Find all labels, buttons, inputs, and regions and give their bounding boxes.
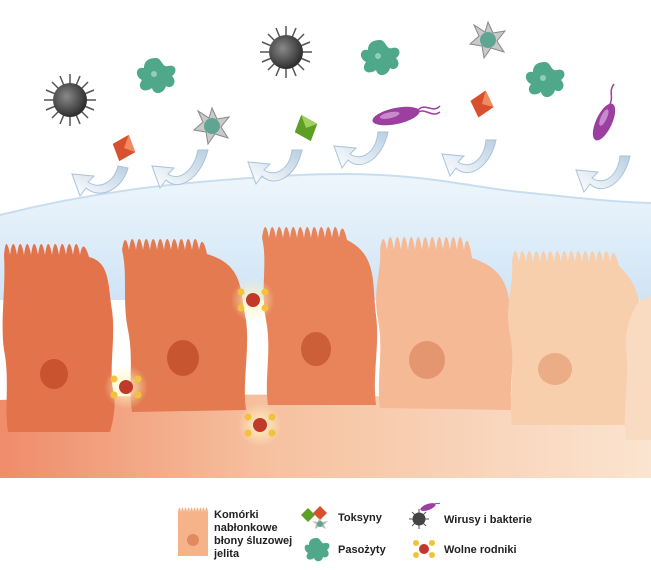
legend: Komórki nabłonkowe błony śluzowej jelita… bbox=[0, 480, 651, 570]
arrow-icon bbox=[575, 155, 631, 194]
intestinal-mucosa-illustration bbox=[0, 20, 651, 478]
toxin-icon bbox=[294, 114, 318, 142]
free-radicals-icon bbox=[413, 540, 435, 558]
bacteria-icon bbox=[592, 83, 616, 141]
toxin-icon bbox=[112, 134, 136, 162]
epithelial-cell bbox=[624, 296, 651, 440]
parasite-icon bbox=[136, 58, 176, 94]
virus-icon bbox=[260, 26, 312, 78]
arrow-icon bbox=[441, 139, 497, 178]
epithelial-cell bbox=[122, 239, 248, 412]
legend-cells-label: Komórki nabłonkowe błony śluzowej jelita bbox=[214, 509, 293, 560]
virus-icon bbox=[44, 74, 96, 126]
bacteria-icon bbox=[372, 105, 441, 126]
epithelial-cell-icon bbox=[178, 507, 208, 556]
deflection-arrows bbox=[71, 131, 631, 198]
toxin-icon bbox=[470, 90, 494, 118]
parasite-icon bbox=[360, 40, 400, 76]
free-radical bbox=[238, 403, 282, 447]
arrow-icon bbox=[151, 149, 209, 190]
epithelial-cell bbox=[376, 237, 514, 410]
viruses-bacteria-icon bbox=[409, 502, 440, 529]
free-radical bbox=[104, 365, 148, 409]
arrow-icon bbox=[71, 165, 129, 198]
legend-free-radicals-label: Wolne rodniki bbox=[444, 544, 517, 556]
arrow-icon bbox=[247, 149, 303, 186]
legend-toxins-label: Toksyny bbox=[338, 512, 382, 524]
legend-parasites-label: Pasożyty bbox=[338, 544, 386, 556]
parasite-icon bbox=[192, 106, 231, 146]
parasites-icon bbox=[304, 538, 330, 562]
arrow-icon bbox=[333, 131, 389, 170]
legend-viruses-label: Wirusy i bakterie bbox=[444, 514, 532, 526]
epithelial-cell bbox=[262, 227, 378, 405]
epithelial-cell bbox=[2, 244, 115, 432]
lamina-propria bbox=[0, 394, 651, 478]
parasite-icon bbox=[525, 62, 565, 98]
epithelial-cells bbox=[2, 227, 651, 440]
parasite-icon bbox=[468, 20, 507, 60]
epithelial-cell bbox=[508, 251, 643, 425]
toxins-icon bbox=[301, 506, 328, 529]
free-radical bbox=[231, 278, 275, 322]
